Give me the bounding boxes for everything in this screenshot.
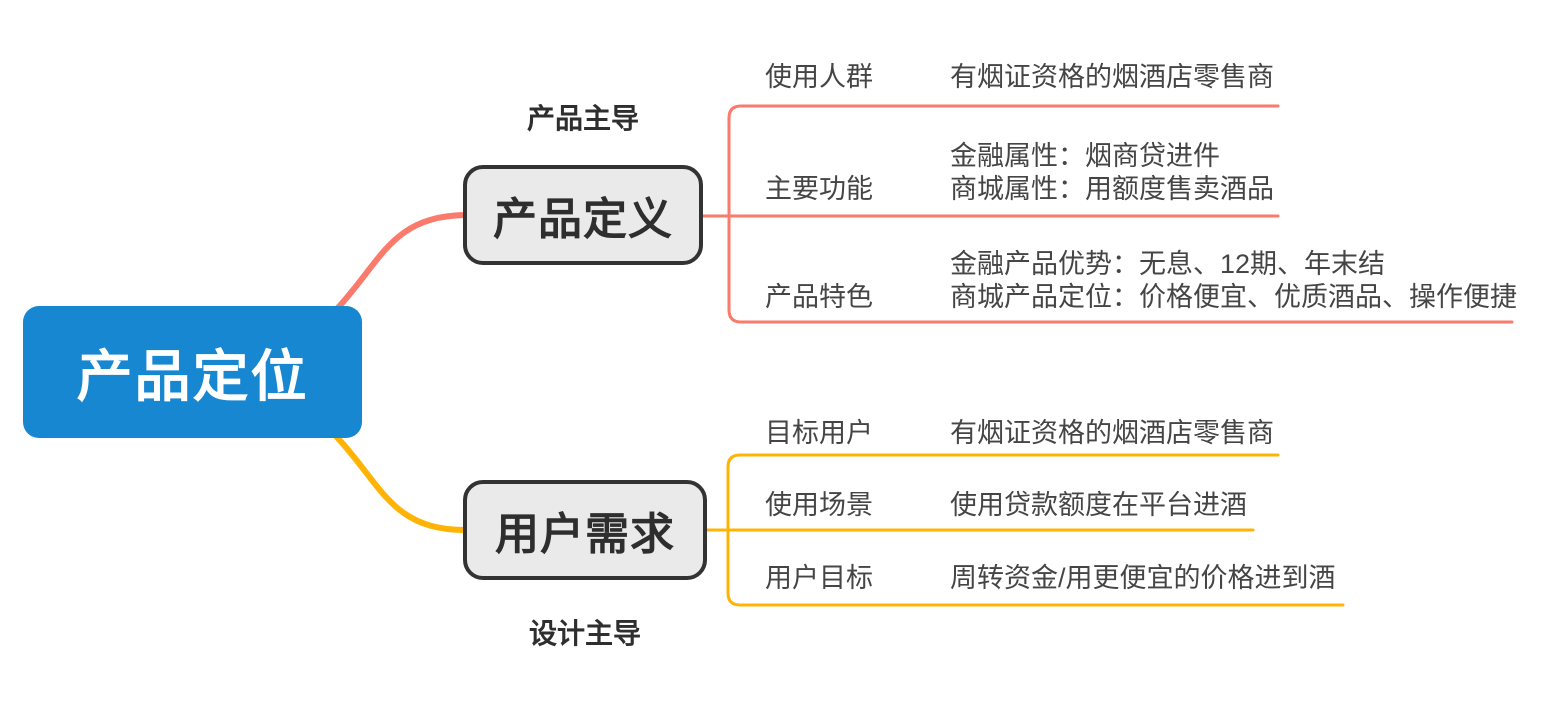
branch1-row3-label[interactable]: 产品特色 (765, 282, 873, 312)
branch2-node-label: 用户需求 (495, 510, 675, 559)
branch2-row1-value[interactable]: 有烟证资格的烟酒店零售商 (950, 418, 1274, 448)
branch2-tag-label[interactable]: 设计主导 (528, 618, 641, 649)
branch2-bracket-line (726, 453, 1345, 607)
branch1-row3-value-line2: 商城产品定位：价格便宜、优质酒品、操作便捷 (950, 282, 1517, 312)
branch1-bracket-line (727, 104, 1514, 324)
branch1-row1-value[interactable]: 有烟证资格的烟酒店零售商 (950, 62, 1274, 92)
branch1-node[interactable]: 产品定义 (463, 165, 703, 265)
branch1-row1-label[interactable]: 使用人群 (765, 62, 873, 92)
branch2-row2-value[interactable]: 使用贷款额度在平台进酒 (950, 490, 1247, 520)
branch1-row2-label[interactable]: 主要功能 (765, 174, 873, 204)
branch1-tag-label[interactable]: 产品主导 (526, 103, 639, 134)
branch1-row2-value-line1: 金融属性：烟商贷进件 (950, 141, 1220, 171)
branch2-row1-label[interactable]: 目标用户 (765, 418, 873, 448)
branch2-row2-label[interactable]: 使用场景 (765, 490, 873, 520)
branch1-row3-value[interactable]: 金融产品优势：无息、12期、年末结 商城产品定位：价格便宜、优质酒品、操作便捷 (950, 248, 1517, 314)
branch1-row2-value[interactable]: 金融属性：烟商贷进件 商城属性：用额度售卖酒品 (950, 140, 1274, 206)
branch2-row3-value[interactable]: 周转资金/用更便宜的价格进到酒 (950, 563, 1336, 593)
branch2-root-curve (331, 431, 469, 533)
branch1-row2-value-line2: 商城属性：用额度售卖酒品 (950, 174, 1274, 204)
branch1-row3-value-line1: 金融产品优势：无息、12期、年末结 (950, 249, 1386, 279)
root-node-label: 产品定位 (76, 344, 309, 408)
branch2-node[interactable]: 用户需求 (463, 480, 707, 580)
branch1-node-label: 产品定义 (493, 195, 673, 244)
branch1-root-curve (331, 212, 469, 315)
branch2-row3-label[interactable]: 用户目标 (765, 563, 873, 593)
root-node[interactable]: 产品定位 (23, 306, 362, 438)
